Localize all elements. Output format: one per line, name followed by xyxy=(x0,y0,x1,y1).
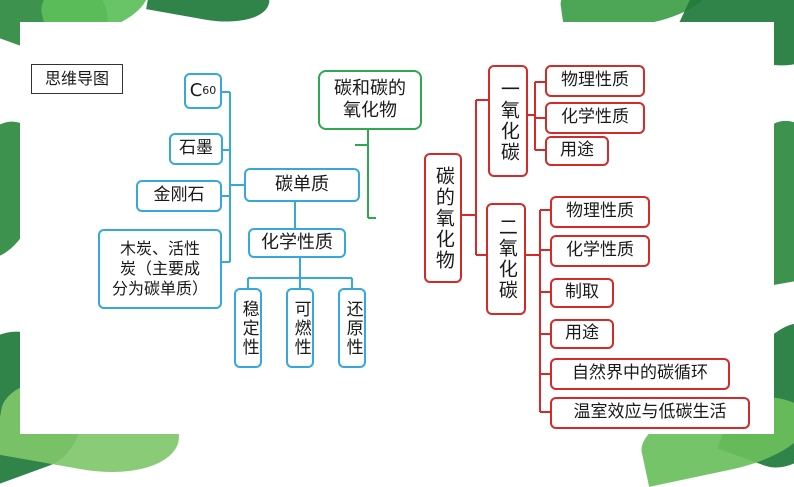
node-carbon-monoxide: 一氧化碳 xyxy=(488,65,528,177)
green-box-line-2: 氧化物 xyxy=(343,100,397,121)
connector-lines xyxy=(222,81,550,413)
c60-sub: 60 xyxy=(202,84,217,98)
green-box-line-1: 碳和碳的 xyxy=(334,77,406,99)
co2-physical-properties: 物理性质 xyxy=(550,196,650,228)
node-carbon-element: 碳单质 xyxy=(244,168,360,202)
co-physical-properties: 物理性质 xyxy=(545,65,645,97)
node-carbon-dioxide: 二氧化碳 xyxy=(486,203,526,315)
node-graphite: 石墨 xyxy=(169,133,223,165)
node-carbon-and-oxides: 碳和碳的 氧化物 xyxy=(318,70,422,130)
co2-uses: 用途 xyxy=(550,319,614,349)
co-uses: 用途 xyxy=(545,136,609,166)
co2-chemical-properties: 化学性质 xyxy=(550,235,650,267)
charcoal-line-2: 炭（主要成 xyxy=(119,259,200,278)
charcoal-line-3: 分为碳单质） xyxy=(111,279,208,298)
node-charcoal: 木炭、活性 炭（主要成 分为碳单质） xyxy=(98,229,222,309)
co-chemical-properties: 化学性质 xyxy=(545,102,645,134)
node-chemical-properties: 化学性质 xyxy=(248,228,346,258)
node-flammability: 可燃性 xyxy=(286,288,314,368)
mind-map-title: 思维导图 xyxy=(31,64,123,94)
c60-base: C xyxy=(189,79,203,101)
charcoal-line-1: 木炭、活性 xyxy=(119,239,200,258)
co2-carbon-cycle: 自然界中的碳循环 xyxy=(550,358,730,390)
node-diamond: 金刚石 xyxy=(136,180,222,212)
co2-preparation: 制取 xyxy=(550,278,614,308)
co2-greenhouse-low-carbon: 温室效应与低碳生活 xyxy=(550,397,750,429)
node-carbon-oxides: 碳的氧化物 xyxy=(424,153,462,283)
node-stability: 稳定性 xyxy=(234,288,262,368)
node-reducibility: 还原性 xyxy=(338,288,366,368)
